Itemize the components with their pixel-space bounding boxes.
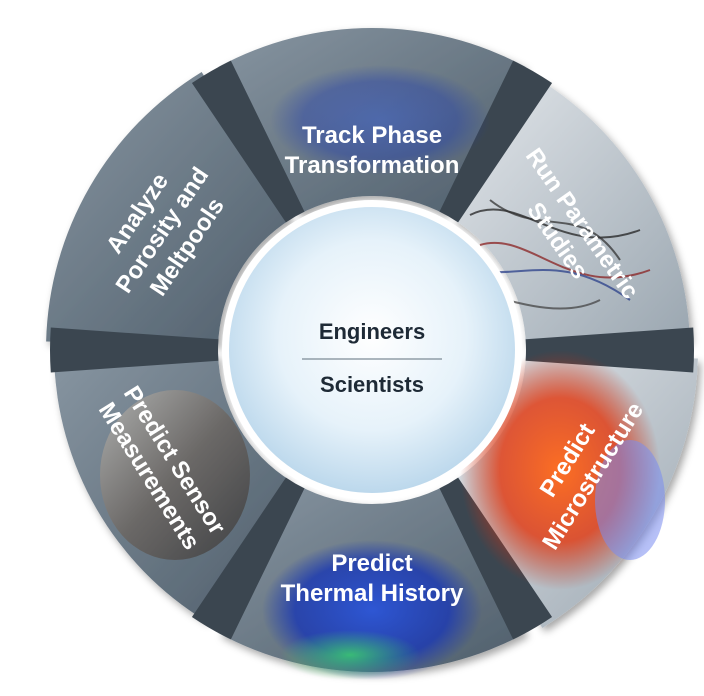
- segment-label-line: Track Phase: [302, 122, 442, 149]
- thermal-image-green-blob: [280, 630, 420, 680]
- segment-analyze-porosity: [46, 72, 292, 346]
- center-label-engineers: Engineers: [319, 319, 425, 344]
- segment-imagery: [100, 65, 665, 680]
- parametric-curve: [469, 208, 641, 239]
- center-label-scientists: Scientists: [320, 372, 424, 397]
- parametric-curve: [489, 199, 621, 261]
- center-hub: Engineers Scientists: [222, 200, 522, 500]
- segment-run-parametric: [452, 78, 690, 346]
- phase-image-blob: [270, 65, 490, 175]
- segment-label-line: Transformation: [285, 152, 460, 179]
- segment-divider: [191, 60, 305, 223]
- segment-divider: [50, 327, 219, 373]
- sensor-image-blob: [100, 390, 250, 560]
- microstructure-grain-blob: [595, 440, 665, 560]
- segment-divider: [439, 60, 553, 223]
- segment-label-line: Thermal History: [281, 580, 464, 607]
- segment-divider: [191, 477, 305, 640]
- center-hub-fill: [229, 207, 515, 493]
- segment-label-line: Predict: [331, 550, 412, 577]
- parametric-curve: [479, 242, 651, 279]
